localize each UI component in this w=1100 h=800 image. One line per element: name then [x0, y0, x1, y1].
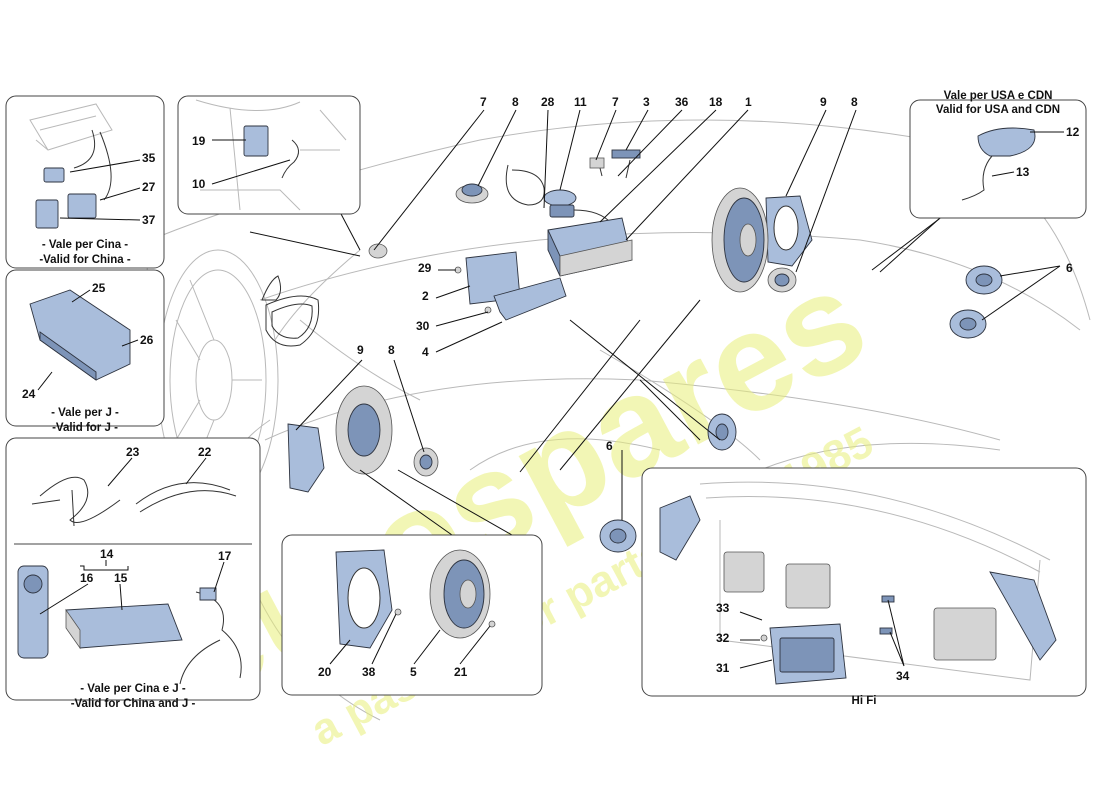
- tweeter-speaker: [455, 183, 489, 204]
- callout-17: 17: [218, 549, 232, 563]
- callout-1: 1: [745, 95, 752, 109]
- inset-china-line1: - Vale per Cina -: [42, 239, 128, 251]
- callout-4: 4: [422, 345, 429, 359]
- callout-37: 37: [142, 213, 156, 227]
- side-mirror-outline: [261, 275, 320, 347]
- callout-20: 20: [318, 665, 332, 679]
- callout-33: 33: [716, 601, 730, 615]
- callout-23: 23: [126, 445, 140, 459]
- callout-30: 30: [416, 319, 430, 333]
- callout-22: 22: [198, 445, 212, 459]
- inset-china: 35 27 37 - Vale per Cina - -Valid for Ch…: [5, 95, 165, 269]
- callout-19: 19: [192, 134, 206, 148]
- callout-18: 18: [709, 95, 723, 109]
- door-woofer-top: [711, 187, 769, 293]
- callout-31: 31: [716, 661, 730, 675]
- callout-35: 35: [142, 151, 156, 165]
- callout-14: 14: [100, 547, 114, 561]
- callout-15: 15: [114, 571, 128, 585]
- mount-clip: [368, 243, 388, 259]
- callout-3: 3: [643, 95, 650, 109]
- callout-32: 32: [716, 631, 730, 645]
- gps-antenna: [543, 189, 613, 225]
- callout-10: 10: [192, 177, 206, 191]
- inset-china-j-line2: -Valid for China and J -: [71, 698, 196, 710]
- inset-hifi-label: Hi Fi: [852, 695, 877, 707]
- callout-8c: 8: [388, 343, 395, 357]
- inset-japan-line1: - Vale per J -: [51, 407, 119, 419]
- door-speaker-left: [287, 385, 439, 493]
- callout-7b: 7: [612, 95, 619, 109]
- inset-usa-line1: Vale per USA e CDN: [944, 90, 1053, 102]
- callout-38: 38: [362, 665, 376, 679]
- inset-japan: 25 26 24 - Vale per J - -Valid for J -: [5, 269, 165, 434]
- inset-china-j-line1: - Vale per Cina e J -: [80, 683, 186, 695]
- antenna-cable: [505, 164, 545, 206]
- inset-china-japan: 23 22 14 16 15 17 - Vale per Cina e J - …: [5, 437, 261, 710]
- callout-34: 34: [896, 669, 910, 683]
- callout-25: 25: [92, 281, 106, 295]
- callout-8a: 8: [512, 95, 519, 109]
- callout-21: 21: [454, 665, 468, 679]
- callout-5: 5: [410, 665, 417, 679]
- inset-japan-line2: -Valid for J -: [52, 422, 118, 434]
- callout-16: 16: [80, 571, 94, 585]
- callout-11: 11: [574, 95, 587, 109]
- connector-parts: [589, 149, 641, 179]
- inset-hifi: 33 32 31 34 Hi Fi: [641, 467, 1087, 707]
- callout-9b: 9: [357, 343, 364, 357]
- mounting-bracket: [454, 251, 567, 321]
- callout-6b: 6: [606, 439, 613, 453]
- callout-6a: 6: [1066, 261, 1073, 275]
- callout-2: 2: [422, 289, 429, 303]
- callout-8b: 8: [851, 95, 858, 109]
- inset-usa-line2: Valid for USA and CDN: [936, 104, 1060, 116]
- callout-24: 24: [22, 387, 36, 401]
- tweeter-right: [767, 267, 797, 293]
- head-unit: [547, 217, 633, 277]
- callout-27: 27: [142, 180, 156, 194]
- callout-labels: 7 8 28 11 7 3 36 18 1 9 8 6 29 2 30 4 9 …: [357, 95, 1073, 453]
- callout-28: 28: [541, 95, 555, 109]
- inset-china-line2: -Valid for China -: [39, 254, 131, 266]
- callout-7a: 7: [480, 95, 487, 109]
- rear-speakers: [599, 265, 1003, 553]
- callout-9a: 9: [820, 95, 827, 109]
- speaker-spacer-ring-top: [765, 195, 813, 267]
- inset-headliner: 19 10: [177, 95, 361, 215]
- inset-usa-cdn: Vale per USA e CDN Valid for USA and CDN…: [909, 90, 1087, 219]
- callout-26: 26: [140, 333, 154, 347]
- callout-36: 36: [675, 95, 689, 109]
- callout-12: 12: [1066, 125, 1080, 139]
- callout-13: 13: [1016, 165, 1030, 179]
- inset-speaker-exploded: 20 38 5 21: [281, 534, 543, 696]
- leader-lines: [249, 109, 1061, 536]
- callout-29: 29: [418, 261, 432, 275]
